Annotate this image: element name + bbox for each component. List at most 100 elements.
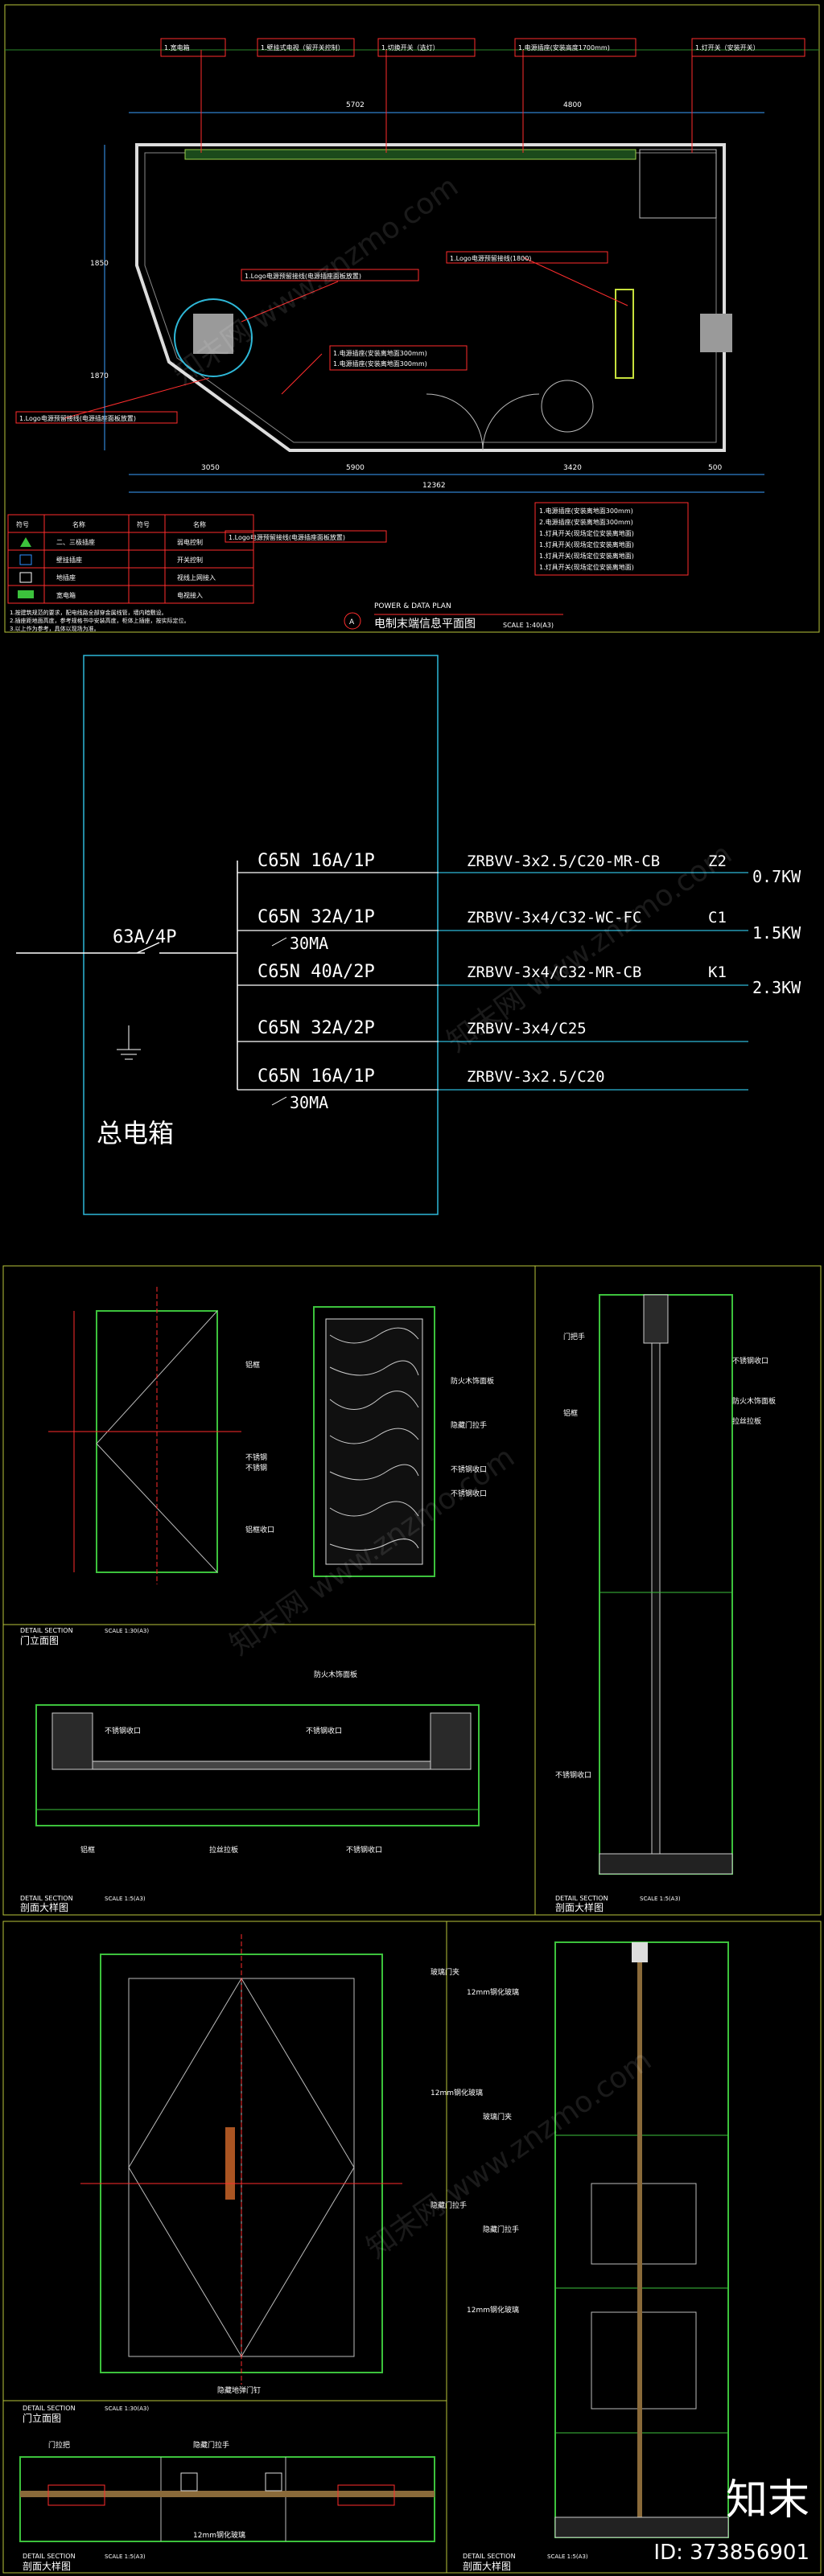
dim-top-2: 4800 [563,101,582,109]
circuit-1-code: Z2 [708,853,727,870]
door2-plan-label-3: 12mm钢化玻璃 [193,2530,245,2540]
legend-r3-name2: 视线上网接入 [177,573,216,581]
door2-elev-label-1: 玻璃门夹 [431,1967,459,1977]
plan-note-mid-3: 1.电源插座(安装离地面300mm) [333,349,427,357]
door2-sec-label-3: 隐藏门拉手 [483,2225,519,2234]
legend-r1-name2: 弱电控制 [177,538,203,546]
plan-note-mid-4: 1.电源插座(安装离地面300mm) [333,359,427,368]
door1-cap-a-en: DETAIL SECTION [20,1627,73,1634]
circuit-5-breaker: C65N 16A/1P [258,1066,375,1087]
door1-cap-c-cn: 剖面大样图 [555,1901,604,1913]
door-details-sheet-1: 铝框 不锈钢 不锈钢 铝框收口 防火木饰面板 隐藏门拉手 不锈钢收口 不锈钢收口… [0,1263,824,1918]
circuit-3-cable: ZRBVV-3x4/C32-MR-CB [467,963,641,981]
door1-elev2-label-4: 不锈钢收口 [451,1489,487,1498]
door2-cap-b-scale: SCALE 1:5(A3) [105,2553,146,2560]
door1-sec-label-1: 门把手 [563,1332,585,1341]
plan-note-right-2: 2.电源插座(安装离地面300mm) [539,518,633,526]
legend-r4-name: 宽电箱 [56,591,76,599]
plan-callout-num: A [349,618,355,627]
panel-box-icon [18,590,34,598]
plan-note-right-1: 1.电源插座(安装离地面300mm) [539,507,633,515]
plan-note-right-3: 1.灯具开关(现场定位安装离地面) [539,529,634,537]
door1-plan-label-2: 防火木饰面板 [314,1670,357,1679]
panel-enclosure [83,655,439,1215]
circuit-2-cable: ZRBVV-3x4/C32-WC-FC [467,909,641,926]
plan-note-top-4: 1.电源插座(安装高度1700mm) [518,43,610,51]
door1-cap-b-scale: SCALE 1:5(A3) [105,1896,146,1902]
dim-left-1: 1850 [90,260,109,268]
door1-cap-b-en: DETAIL SECTION [20,1895,73,1902]
legend-table: 符号 名称 符号 名称 二、三极插座 弱电控制 壁挂插座 开关控制 地插座 视线… [7,514,254,604]
door2-elev-label-2: 12mm钢化玻璃 [431,2088,483,2097]
circuit-3-breaker: C65N 40A/2P [258,962,375,982]
dim-bottom-4: 500 [708,464,722,472]
dim-top-1: 5702 [346,101,365,109]
circuit-5: C65N 16A/1P 30MA ZRBVV-3x2.5/C20 [237,1066,748,1112]
door1-elev2-label-2: 隐藏门拉手 [451,1420,487,1430]
door2-cap-c-en: DETAIL SECTION [463,2553,516,2560]
circuit-5-cable: ZRBVV-3x2.5/C20 [467,1068,605,1086]
door1-sec-label-6: 不锈钢收口 [555,1770,591,1780]
circuit-4-cable: ZRBVV-3x4/C25 [467,1020,587,1037]
legend-r1-name: 二、三极插座 [56,538,95,546]
dim-bottom-2: 5900 [346,464,365,472]
door2-elev-label-4: 隐藏地弹门钉 [217,2385,261,2395]
door1-elev2-label-3: 不锈钢收口 [451,1465,487,1474]
circuit-3: C65N 40A/2P ZRBVV-3x4/C32-MR-CB K1 2.3KW [237,962,801,997]
door1-cap-b-cn: 剖面大样图 [20,1901,68,1913]
door2-cap-a-scale: SCALE 1:30(A3) [105,2405,149,2412]
plan-note-mid-1: 1.Logo电源预留接线(电源插座面板放置) [245,272,361,280]
door1-cap-a-cn: 门立面图 [20,1634,59,1646]
door1-sec-label-5: 铝框 [563,1408,578,1418]
door-details-drawing-1: 铝框 不锈钢 不锈钢 铝框收口 防火木饰面板 隐藏门拉手 不锈钢收口 不锈钢收口… [2,1265,822,1916]
footnote-3: 3.以上作为参考，具体以现场为准。 [10,625,100,632]
circuit-1-cable: ZRBVV-3x2.5/C20-MR-CB [467,853,660,870]
door1-elev-label-4: 铝框收口 [245,1525,274,1535]
dim-bottom-1: 3050 [201,464,220,472]
dim-bottom-3: 3420 [563,464,582,472]
door-details-sheet-2: 玻璃门夹 12mm钢化玻璃 隐藏门拉手 隐藏地弹门钉 DETAIL SECTIO… [0,1918,824,2576]
door1-sec-label-4: 拉丝拉板 [732,1416,761,1426]
legend-head-2: 名称 [72,520,85,528]
door1-elev2-label-1: 防火木饰面板 [451,1376,494,1386]
brand-logo: 知末 [725,2476,810,2525]
door1-plan-label-3: 不锈钢收口 [306,1726,342,1736]
circuit-3-code: K1 [708,963,727,981]
footnote-1: 1.按建筑规范的要求，配电线路全部穿金属线管，墙内暗敷设。 [10,609,167,616]
socket-symbol-icon [20,537,31,547]
plan-note-top-5: 1.灯开关（安装开关） [695,43,760,51]
circuit-1-breaker: C65N 16A/1P [258,851,375,871]
door1-elev-label-3: 不锈钢 [245,1463,267,1473]
plan-note-top-3: 1.切换开关（选灯） [381,43,439,51]
circuit-2-code: C1 [708,909,727,926]
circuit-1-power: 0.7KW [752,867,801,886]
door-details-drawing-2: 玻璃门夹 12mm钢化玻璃 隐藏门拉手 隐藏地弹门钉 DETAIL SECTIO… [2,1921,822,2574]
footnote-2: 2.插座距地面高度，参考规格书中安装高度，柜体上插座，按实际定位。 [10,617,190,624]
plan-note-top-2: 1.壁挂式电视（留开关控制） [261,43,344,51]
plan-callout [344,612,361,630]
circuit-2-power: 1.5KW [752,923,801,943]
door2-sec-label-4: 12mm钢化玻璃 [467,2305,519,2315]
dim-left-2: 1870 [90,372,109,380]
door2-cap-a-en: DETAIL SECTION [23,2405,76,2412]
door2-sec-label-2: 玻璃门夹 [483,2112,512,2122]
door1-plan-label-1: 不锈钢收口 [105,1726,141,1736]
door2-plan-label-2: 隐藏门拉手 [193,2440,229,2450]
door1-cap-c-en: DETAIL SECTION [555,1895,608,1902]
door2-cap-b-cn: 剖面大样图 [23,2560,71,2572]
plan-note-mid-2: 1.Logo电源预留接线(1800) [450,254,531,262]
plan-title-en: POWER & DATA PLAN [374,602,451,610]
door1-sec-label-3: 防火木饰面板 [732,1396,776,1406]
circuit-5-rcd: 30MA [290,1093,328,1112]
legend-r2-name2: 开关控制 [177,556,203,564]
legend-head-3: 符号 [137,520,150,528]
door2-cap-a-cn: 门立面图 [23,2412,61,2424]
panel-title: 总电箱 [97,1118,174,1148]
plan-note-right-6: 1.灯具开关(现场定位安装离地面) [539,563,634,571]
floor-socket-icon [19,572,32,583]
legend-head-4: 名称 [193,520,206,528]
power-data-plan-drawing: 5702 4800 1.宽电箱 1.壁挂式电视（留开关控制） 1.切换开关（选灯… [4,4,820,633]
plan-title-cn: 电制末端信息平面图 [374,617,476,631]
plan-note-bottom: 1.Logo电源预留接线(电源插座面板放置) [229,533,345,541]
door2-plan-label-1: 门拉把 [48,2440,70,2450]
